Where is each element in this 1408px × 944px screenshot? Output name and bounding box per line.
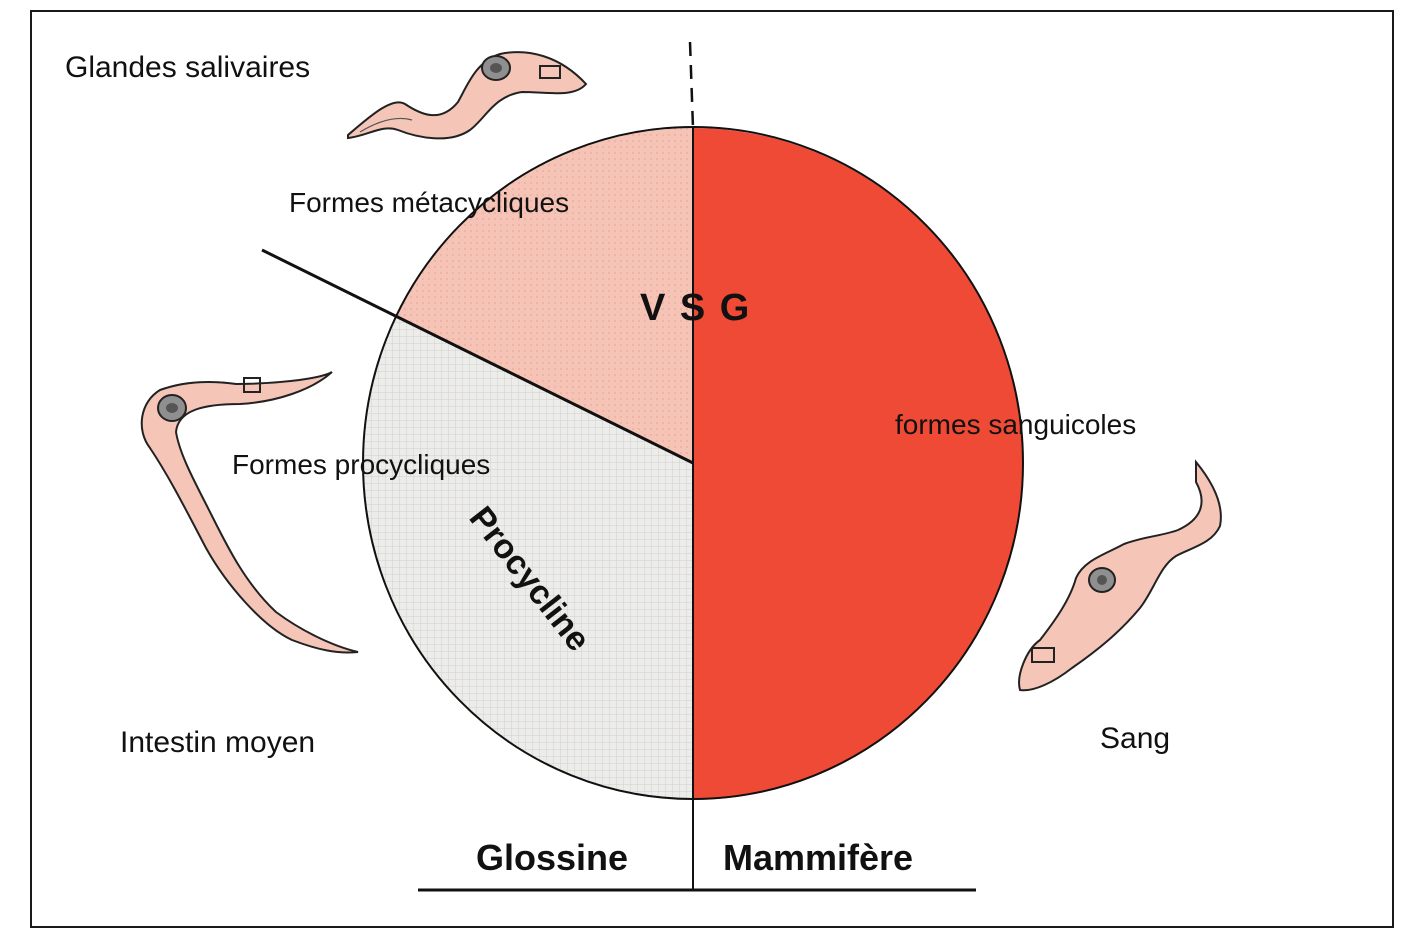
procyclic-forms-label: Formes procycliques bbox=[232, 449, 490, 480]
bloodstream-trypanosome-icon bbox=[1018, 459, 1222, 692]
blood-label: Sang bbox=[1100, 722, 1170, 755]
metacyclic-forms-label: Formes métacycliques bbox=[289, 187, 569, 218]
mammal-host-label: Mammifère bbox=[723, 837, 913, 878]
cycle-circle bbox=[362, 126, 1024, 800]
metacyclic-sector bbox=[397, 128, 693, 463]
host-divider-dashed bbox=[688, 41, 695, 129]
bloodstream-forms-label: formes sanguicoles bbox=[895, 409, 1136, 440]
metacyclic-trypanosome-icon bbox=[347, 51, 588, 140]
midgut-label: Intestin moyen bbox=[120, 726, 315, 759]
bloodstream-sector bbox=[693, 128, 1023, 800]
procyclic-trypanosome-icon bbox=[140, 371, 359, 654]
procyclic-sector bbox=[363, 316, 693, 800]
tsetse-host-label: Glossine bbox=[476, 837, 628, 878]
sector-divider-line bbox=[261, 248, 694, 465]
vsg-label: V S G bbox=[640, 287, 751, 329]
salivary-glands-label: Glandes salivaires bbox=[65, 51, 310, 84]
